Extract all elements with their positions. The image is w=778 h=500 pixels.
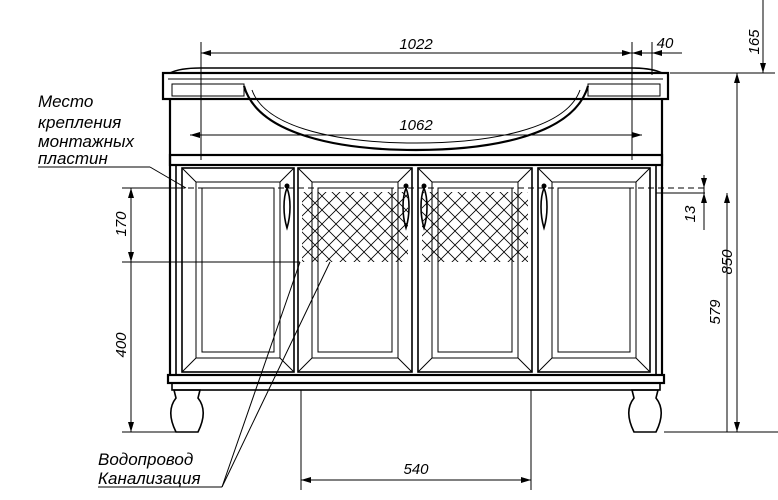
countertop — [161, 67, 670, 101]
leader-mount-plates: Место крепления монтажных пластин — [38, 92, 187, 189]
dim-label-40: 40 — [657, 35, 674, 52]
dimension-13: 13 — [682, 175, 707, 230]
note-pipe-line2: Канализация — [98, 469, 201, 488]
door-center-left — [297, 167, 413, 373]
dimension-1062: 1062 — [190, 117, 642, 138]
dim-label-400: 400 — [113, 332, 130, 358]
dim-label-165: 165 — [746, 29, 763, 55]
dim-label-1022: 1022 — [399, 36, 433, 53]
note-mount-line3: монтажных — [38, 132, 134, 151]
dimension-165: 165 — [670, 0, 775, 74]
sink-basin — [242, 85, 590, 152]
door-right — [537, 167, 651, 373]
handle-right — [540, 183, 548, 231]
dim-label-13: 13 — [682, 205, 699, 222]
dimension-400: 400 — [113, 262, 176, 433]
lattice-zone-left — [302, 192, 408, 262]
dim-label-1062: 1062 — [399, 117, 433, 134]
dimension-850: 850 — [664, 73, 778, 433]
door-left — [181, 167, 295, 373]
leader-plumbing: Водопровод Канализация — [98, 261, 331, 488]
note-mount-line4: пластин — [38, 149, 109, 168]
cabinet-body — [166, 99, 666, 391]
dim-label-579: 579 — [707, 299, 724, 325]
dim-label-540: 540 — [403, 461, 429, 478]
handle-center-left — [402, 183, 410, 231]
leg-left — [169, 389, 205, 433]
sink-basin-inner — [251, 89, 581, 144]
leg-right — [627, 389, 663, 433]
dim-label-170: 170 — [113, 211, 130, 237]
note-pipe-line1: Водопровод — [98, 450, 193, 469]
note-mount-line1: Место — [38, 92, 93, 111]
dimension-1022: 1022 — [200, 36, 633, 160]
dimension-170: 170 — [113, 187, 300, 263]
dimension-579: 579 — [707, 193, 730, 432]
dimension-540: 540 — [300, 390, 532, 490]
lattice-zone-right — [422, 192, 528, 262]
handle-left — [283, 183, 291, 231]
dimension-40: 40 — [632, 35, 682, 75]
note-mount-line2: крепления — [38, 113, 121, 132]
door-center-right — [417, 167, 533, 373]
handle-center-right — [420, 183, 428, 231]
